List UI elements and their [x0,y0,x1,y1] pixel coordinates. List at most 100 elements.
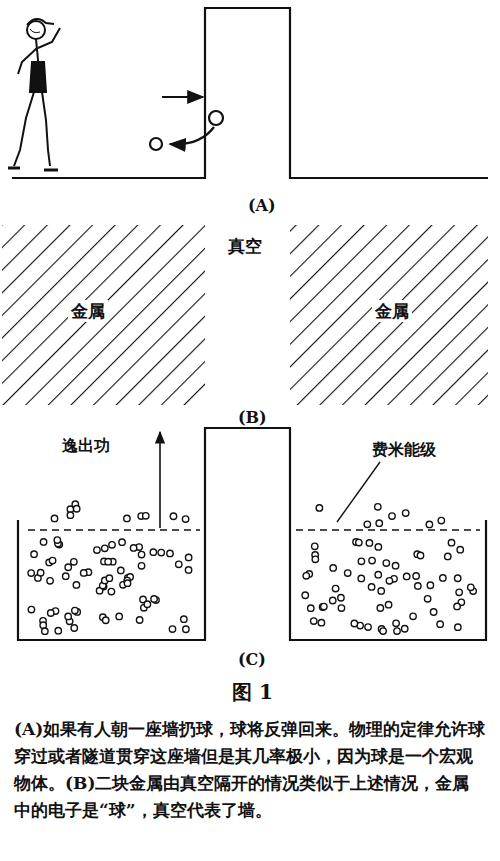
electron [338,595,344,601]
electron [318,620,324,626]
electron [351,620,357,626]
electron [138,551,144,557]
electron [181,616,187,622]
electron [182,516,188,522]
electron [158,549,164,555]
electron [375,544,381,550]
electron [47,578,53,584]
electron [380,628,386,634]
electron [72,607,78,613]
panel-a [8,8,488,178]
panel-b [2,225,488,405]
fermi-level [28,529,200,531]
electron [42,628,48,634]
electron [183,626,189,632]
electron [413,573,419,579]
callout-label: 费米能级 [372,440,436,459]
electron-dots [28,501,476,634]
electron [365,624,371,630]
electron [103,617,109,623]
electron [63,573,69,579]
metal-region [290,225,488,405]
electron [417,552,423,558]
electron [31,551,37,557]
electron [356,539,362,545]
electron [100,583,106,589]
electron [378,588,384,594]
electron [426,521,432,527]
electron [440,575,446,581]
electron [344,570,350,576]
electron [394,628,400,634]
electron [369,557,375,563]
figure-title: 图 1 [232,680,273,704]
electron [119,539,125,545]
electron [54,537,60,543]
electron [312,556,318,562]
electron [176,561,182,567]
electron [410,613,416,619]
electron [109,542,115,548]
electron [332,585,338,591]
electron [143,513,149,519]
electron [73,582,79,588]
electron [375,572,381,578]
electron [312,543,318,549]
electron [28,570,34,576]
electron [455,624,461,630]
leader-line [337,462,380,522]
electron [65,564,71,570]
electron [377,605,383,611]
electron [454,575,460,581]
electron [118,567,124,573]
region-label: 金属 [372,300,412,322]
panel-label: (B) [238,408,267,427]
person-figure [8,19,60,170]
electron [71,625,77,631]
electron [170,513,176,519]
electron [338,605,344,611]
electron [438,517,444,523]
region-label: 金属 [68,300,108,322]
electron [383,560,389,566]
ball [150,138,162,150]
electron [385,601,391,607]
electron [28,606,34,612]
electron [136,617,142,623]
panel-label: (C) [238,650,266,669]
electron [415,583,421,589]
electron [445,553,451,559]
electron [51,515,57,521]
electron [130,545,136,551]
region-label: 真空 [228,236,262,256]
ground-and-wall [12,8,488,178]
electron [94,547,100,553]
electron [358,558,364,564]
electron [40,539,46,545]
work-function-arrow [159,432,161,528]
electron [456,589,462,595]
electron [364,521,370,527]
panel-c [18,428,486,640]
electron [150,549,156,555]
callout-label: 逸出功 [62,436,110,455]
electron [430,609,436,615]
electron [403,573,409,579]
electron [151,596,157,602]
electron [376,520,382,526]
electron [144,601,150,607]
electron [48,610,54,616]
electron [106,575,112,581]
electron [330,597,336,603]
ball [209,111,223,125]
panel-label: (A) [248,196,276,215]
electron [402,626,408,632]
electron [124,580,130,586]
electron [375,504,381,510]
electron [386,578,392,584]
electron [108,588,114,594]
electron [81,570,87,576]
electron [368,584,374,590]
electron [457,546,463,552]
electron [67,512,73,518]
